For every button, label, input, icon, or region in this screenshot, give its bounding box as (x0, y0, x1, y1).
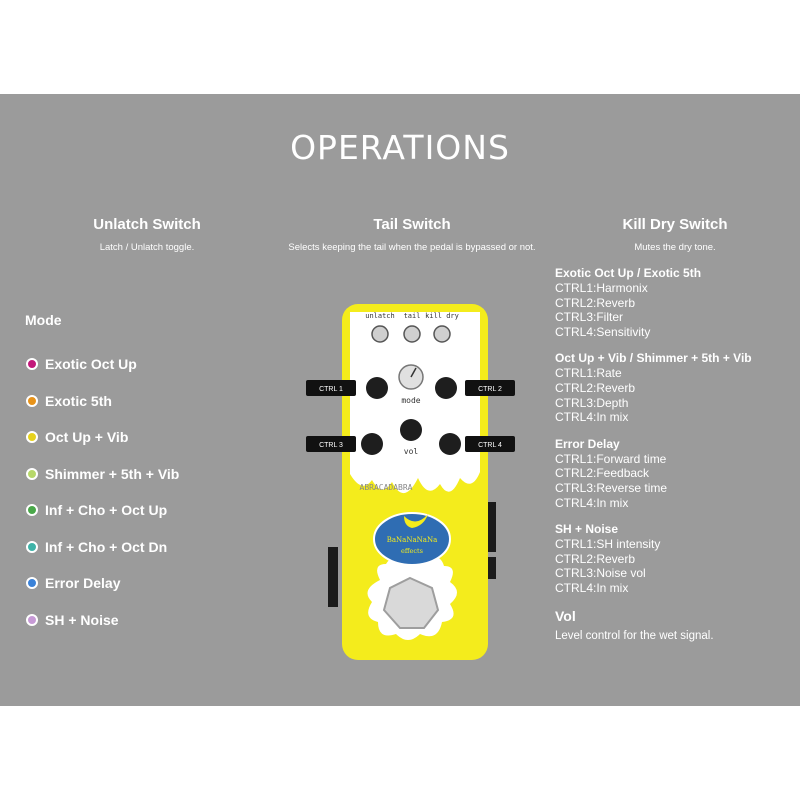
vol-desc: Level control for the wet signal. (555, 629, 714, 642)
mode-item: Inf + Cho + Oct Up (26, 502, 179, 539)
ctrl3-tag-label: CTRL 3 (319, 442, 343, 449)
kill-dry-switch-info: Kill Dry Switch Mutes the dry tone. (540, 216, 800, 253)
ctrl1-knob[interactable] (366, 377, 388, 399)
control-group: Oct Up + Vib / Shimmer + 5th + Vib CTRL1… (555, 351, 795, 424)
mode-list: Exotic Oct Up Exotic 5th Oct Up + Vib Sh… (26, 356, 179, 648)
pedal-illustration: unlatch tail kill dry mode vol CTRL 1 CT… (306, 304, 515, 660)
mode-label: SH + Noise (45, 611, 119, 628)
mode-item: Oct Up + Vib (26, 429, 179, 466)
ctrl3-tag (306, 436, 356, 452)
logo-badge (373, 512, 451, 566)
banana-icon (404, 514, 428, 528)
switch-title: Kill Dry Switch (622, 216, 728, 233)
control-line: CTRL3:Reverse time (555, 480, 668, 495)
mode-color-dot (26, 504, 38, 516)
control-group: Exotic Oct Up / Exotic 5th CTRL1:Harmoni… (555, 266, 795, 339)
control-group-title: SH + Noise (555, 522, 619, 537)
logo-line1: BaNaNaNaNa (387, 536, 438, 544)
control-line: CTRL3:Noise vol (555, 566, 646, 581)
control-line: CTRL2:Reverb (555, 380, 636, 395)
ctrl4-knob[interactable] (439, 433, 461, 455)
ctrl1-tag (306, 380, 356, 396)
ctrl4-tag-label: CTRL 4 (478, 442, 502, 449)
ctrl4-tag (465, 436, 515, 452)
ctrl1-tag-label: CTRL 1 (319, 386, 343, 393)
mode-color-dot (26, 467, 38, 480)
control-group-title: Oct Up + Vib / Shimmer + 5th + Vib (555, 351, 752, 366)
mode-item: Exotic 5th (26, 393, 179, 430)
brand-label: ABRACADABRA (360, 483, 413, 492)
input-jack (328, 547, 338, 607)
mode-item: Error Delay (26, 575, 179, 612)
mode-color-dot (26, 358, 38, 370)
mode-color-dot (26, 431, 38, 443)
control-descriptions: Exotic Oct Up / Exotic 5th CTRL1:Harmoni… (555, 266, 795, 642)
ctrl2-knob[interactable] (435, 377, 457, 399)
ctrl2-tag-label: CTRL 2 (478, 386, 502, 393)
mode-label: mode (401, 396, 420, 405)
mode-item: Inf + Cho + Oct Dn (26, 539, 179, 576)
ctrl3-knob[interactable] (361, 433, 383, 455)
control-line: CTRL1:SH intensity (555, 537, 661, 552)
mode-label: Exotic Oct Up (45, 356, 137, 372)
mode-label: Inf + Cho + Oct Dn (45, 538, 168, 555)
vol-label: vol (404, 447, 419, 456)
dc-jack (486, 557, 496, 579)
kill-dry-switch[interactable] (433, 325, 451, 343)
logo-line2: effects (401, 547, 423, 555)
control-line: CTRL2:Reverb (555, 551, 636, 566)
kill-dry-label: kill dry (425, 312, 459, 320)
output-jack (486, 502, 496, 552)
unlatch-label: unlatch (365, 312, 395, 320)
tail-label: tail (404, 312, 421, 320)
mode-label: Oct Up + Vib (45, 429, 129, 445)
vol-knob[interactable] (400, 419, 422, 441)
control-line: CTRL1:Rate (555, 366, 622, 381)
control-group: Error Delay CTRL1:Forward time CTRL2:Fee… (555, 437, 795, 510)
mode-item: Shimmer + 5th + Vib (26, 466, 179, 503)
mode-label: Inf + Cho + Oct Up (45, 502, 168, 518)
unlatch-switch[interactable] (371, 325, 389, 343)
switch-desc: Latch / Unlatch toggle. (99, 242, 195, 253)
control-line: CTRL2:Reverb (555, 295, 636, 310)
control-line: CTRL4:In mix (555, 580, 629, 595)
control-group-title: Error Delay (555, 436, 620, 451)
mode-label: Error Delay (45, 575, 121, 591)
mode-title: Mode (25, 312, 62, 328)
operations-panel: OPERATIONS Unlatch Switch Latch / Unlatc… (0, 94, 800, 706)
control-line: CTRL4:In mix (555, 410, 629, 425)
control-line: CTRL4:In mix (555, 495, 629, 510)
control-group: SH + Noise CTRL1:SH intensity CTRL2:Reve… (555, 522, 795, 595)
footswitch[interactable] (382, 576, 440, 629)
control-group-title: Exotic Oct Up / Exotic 5th (555, 266, 702, 280)
mode-item: SH + Noise (26, 612, 179, 649)
control-line: CTRL4:Sensitivity (555, 324, 651, 339)
control-line: CTRL1:Harmonix (555, 281, 648, 295)
control-line: CTRL3:Filter (555, 310, 624, 325)
mode-color-dot (26, 540, 38, 553)
mode-color-dot (26, 394, 38, 407)
control-line: CTRL1:Forward time (555, 451, 667, 466)
vol-title: Vol (555, 607, 576, 624)
switch-title: Unlatch Switch (93, 216, 201, 233)
mode-label: Exotic 5th (45, 392, 112, 409)
switch-desc: Selects keeping the tail when the pedal … (288, 242, 536, 253)
ctrl2-tag (465, 380, 515, 396)
switch-desc: Mutes the dry tone. (634, 242, 716, 253)
mode-color-dot (26, 577, 38, 589)
unlatch-switch-info: Unlatch Switch Latch / Unlatch toggle. (12, 216, 282, 253)
switch-title: Tail Switch (373, 216, 451, 233)
tail-switch-info: Tail Switch Selects keeping the tail whe… (277, 216, 547, 253)
control-line: CTRL3:Depth (555, 395, 629, 410)
mode-label: Shimmer + 5th + Vib (45, 465, 180, 482)
mode-knob-pointer (410, 367, 417, 378)
control-line: CTRL2:Feedback (555, 466, 650, 481)
page-title: OPERATIONS (290, 128, 510, 167)
mode-color-dot (26, 613, 38, 626)
tail-switch[interactable] (403, 325, 421, 343)
mode-item: Exotic Oct Up (26, 356, 179, 393)
